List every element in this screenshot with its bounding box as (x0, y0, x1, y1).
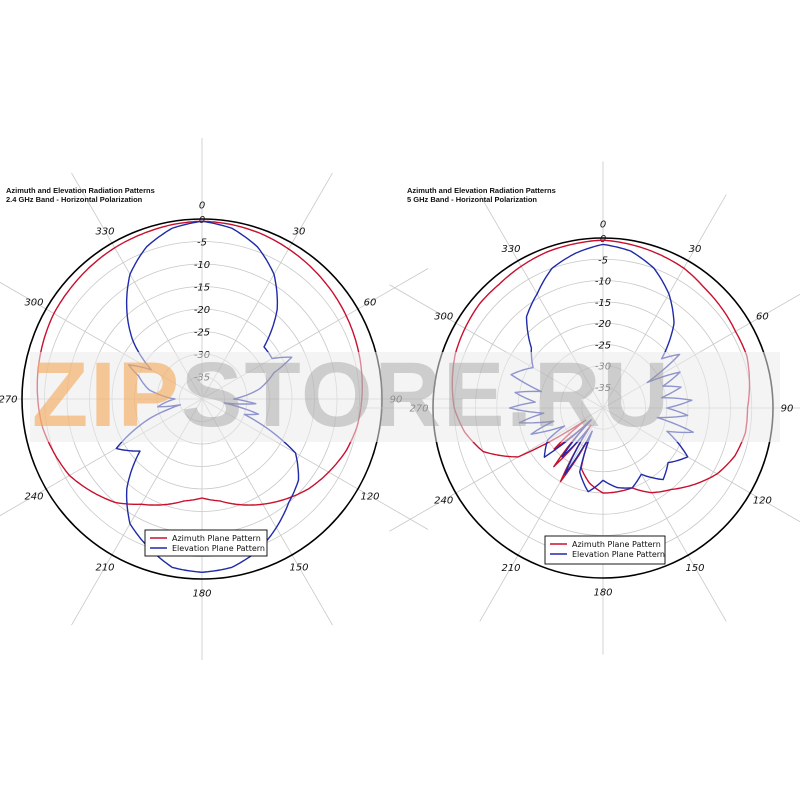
angle-tick-label: 150 (685, 563, 704, 574)
angle-tick-label: 150 (289, 563, 308, 574)
legend-label: Azimuth Plane Pattern (172, 534, 261, 543)
radial-tick-label: -5 (197, 238, 207, 249)
angle-tick-label: 210 (95, 563, 114, 574)
angle-tick-label: 240 (24, 492, 43, 503)
radial-tick-label: -20 (595, 319, 611, 330)
radial-tick-label: -10 (595, 277, 611, 288)
angle-tick-label: 30 (293, 226, 306, 237)
radial-tick-label: -10 (194, 260, 210, 271)
angle-tick-label: 30 (689, 244, 702, 255)
chart-2-4ghz-title: Azimuth and Elevation Radiation Patterns (6, 186, 155, 195)
angle-tick-label: 0 (199, 201, 205, 212)
radial-tick-label: -15 (194, 283, 210, 294)
angle-tick-label: 60 (756, 312, 769, 323)
angle-tick-label: 60 (364, 298, 377, 309)
legend-box (544, 535, 666, 565)
angle-tick-label: 270 (0, 395, 18, 406)
angle-tick-label: 330 (95, 226, 114, 237)
angle-tick-label: 120 (360, 492, 379, 503)
radial-tick-label: -5 (598, 255, 608, 266)
radial-tick-label: 0 (199, 215, 205, 226)
chart-2-4ghz-title-block: Azimuth and Elevation Radiation Patterns… (6, 186, 155, 204)
legend-label: Elevation Plane Pattern (572, 550, 665, 559)
grid-spoke (602, 407, 727, 622)
azimuth-pattern-line (36, 220, 363, 506)
legend-label: Azimuth Plane Pattern (572, 540, 661, 549)
chart-5ghz-title-block: Azimuth and Elevation Radiation Patterns… (407, 186, 556, 204)
angle-tick-label: 180 (593, 588, 612, 599)
watermark-part-a: ZIP (32, 344, 182, 446)
angle-tick-label: 240 (434, 496, 453, 507)
watermark-band (30, 352, 780, 442)
azimuth-pattern-line (451, 239, 751, 494)
angle-tick-label: 0 (600, 220, 606, 231)
chart-2-4ghz-subtitle: 2.4 GHz Band - Horizontal Polarization (6, 195, 143, 204)
chart-5ghz-title: Azimuth and Elevation Radiation Patterns (407, 186, 556, 195)
grid-spoke (479, 407, 604, 622)
angle-tick-label: 330 (501, 244, 520, 255)
angle-tick-label: 180 (192, 589, 211, 600)
radial-tick-label: -25 (595, 340, 611, 351)
angle-tick-label: 120 (753, 496, 772, 507)
radial-tick-label: -25 (194, 328, 210, 339)
radial-tick-label: -20 (194, 305, 210, 316)
radial-tick-label: -15 (595, 298, 611, 309)
angle-tick-label: 300 (24, 298, 43, 309)
legend-box (144, 529, 268, 557)
angle-tick-label: 210 (501, 563, 520, 574)
angle-tick-label: 90 (781, 404, 794, 415)
watermark: ZIPSTORE.RU (32, 340, 671, 450)
angle-tick-label: 300 (434, 312, 453, 323)
watermark-part-b: STORE.RU (181, 344, 671, 446)
legend-label: Elevation Plane Pattern (172, 544, 265, 553)
chart-5ghz-subtitle: 5 GHz Band - Horizontal Polarization (407, 195, 538, 204)
